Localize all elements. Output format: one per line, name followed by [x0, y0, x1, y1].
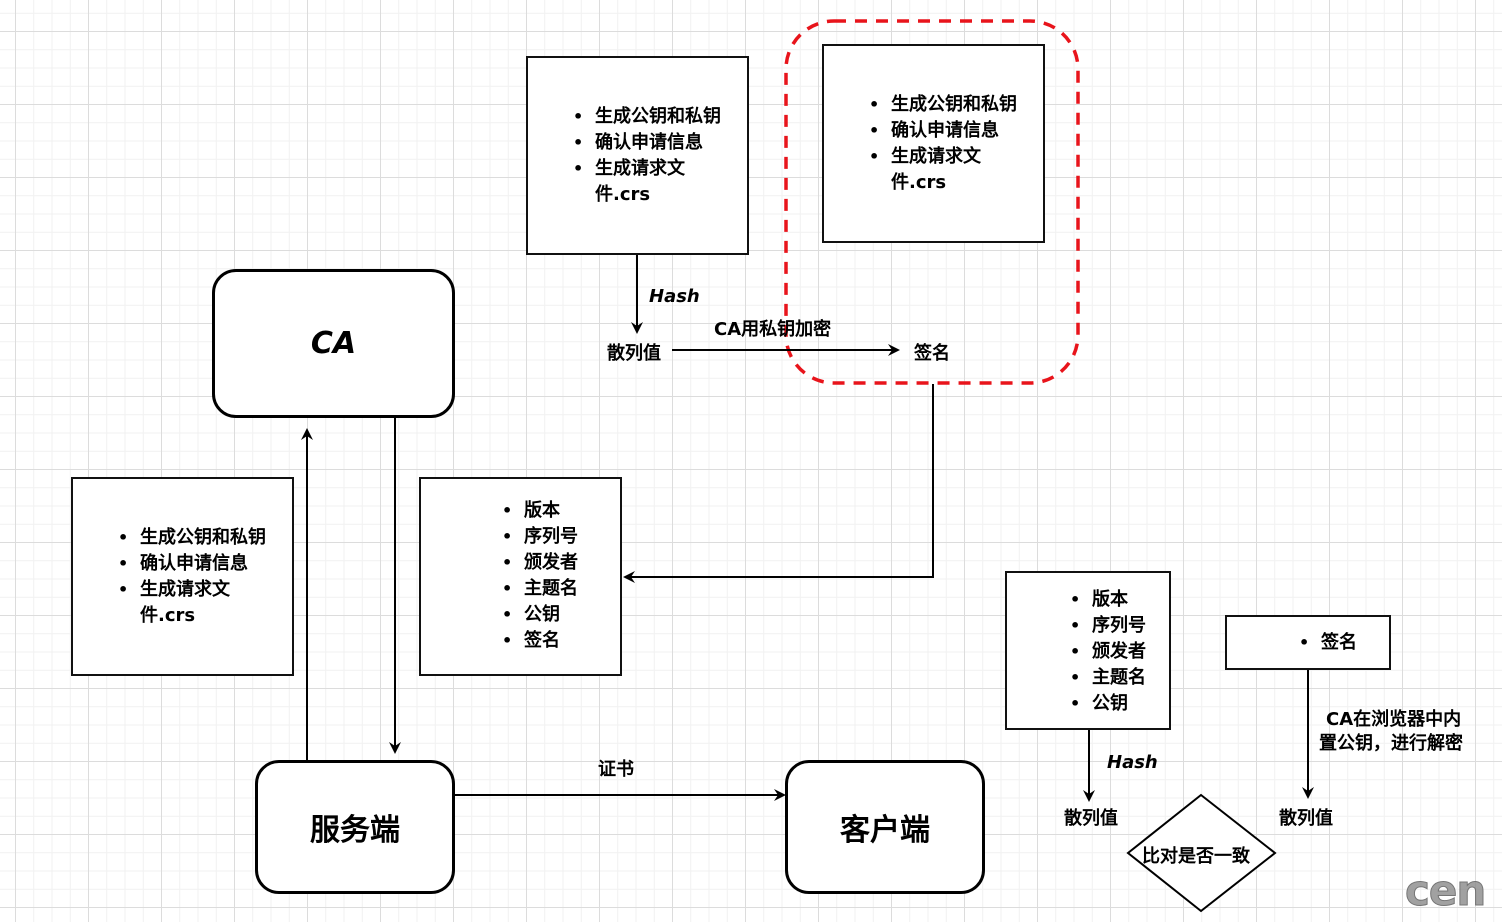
signature-label: 签名	[914, 343, 950, 364]
verify-hash-value-left: 散列值	[1064, 808, 1118, 829]
verify-certificate-field-list: 版本 序列号 颁发者 主题名 公钥	[1070, 587, 1146, 717]
compare-label: 比对是否一致	[1142, 846, 1250, 867]
list-item: 序列号	[1070, 613, 1146, 639]
list-item: 生成公钥和私钥	[118, 525, 288, 551]
list-item: 签名	[1299, 630, 1357, 656]
certificate-edge-label: 证书	[598, 759, 634, 780]
list-item: 公钥	[502, 602, 578, 628]
verify-signature-list: 签名	[1299, 630, 1357, 656]
hash-edge-label: Hash	[649, 286, 700, 307]
list-item: 颁发者	[502, 550, 578, 576]
list-item: 颁发者	[1070, 639, 1146, 665]
edge-signature-to-cert	[623, 384, 934, 583]
list-item: 确认申请信息	[118, 551, 288, 577]
csr-list-highlighted: 生成公钥和私钥 确认申请信息 生成请求文件.crs	[869, 92, 1039, 196]
client-node-label: 客户端	[840, 813, 930, 848]
server-node[interactable]: 服务端	[255, 760, 455, 894]
list-item: 版本	[502, 498, 578, 524]
ca-decrypt-edge-label-line1: CA在浏览器中内	[1326, 709, 1462, 730]
ca-decrypt-edge-label-line2: 置公钥，进行解密	[1319, 733, 1463, 754]
list-item: 序列号	[502, 524, 578, 550]
list-item: 主题名	[502, 576, 578, 602]
ca-encrypt-edge-label: CA用私钥加密	[714, 319, 832, 340]
verify-hash-value-right: 散列值	[1279, 808, 1333, 829]
list-item: 版本	[1070, 587, 1146, 613]
list-item: 主题名	[1070, 665, 1146, 691]
list-item: 签名	[502, 628, 578, 654]
server-node-label: 服务端	[310, 813, 400, 848]
csr-list-top: 生成公钥和私钥 确认申请信息 生成请求文件.crs	[573, 104, 743, 208]
list-item: 生成公钥和私钥	[869, 92, 1039, 118]
list-item: 生成公钥和私钥	[573, 104, 743, 130]
hash-value-label: 散列值	[607, 343, 661, 364]
watermark: cen	[1404, 866, 1486, 916]
ca-node[interactable]: CA	[212, 269, 455, 418]
verify-hash-edge-label: Hash	[1107, 752, 1158, 773]
list-item: 生成请求文件.crs	[869, 144, 996, 196]
ca-node-label: CA	[310, 326, 357, 361]
list-item: 生成请求文件.crs	[573, 156, 700, 208]
list-item: 确认申请信息	[869, 118, 1039, 144]
client-node[interactable]: 客户端	[785, 760, 985, 894]
certificate-field-list: 版本 序列号 颁发者 主题名 公钥 签名	[502, 498, 578, 654]
list-item: 公钥	[1070, 691, 1146, 717]
list-item: 生成请求文件.crs	[118, 577, 245, 629]
list-item: 确认申请信息	[573, 130, 743, 156]
csr-list-left: 生成公钥和私钥 确认申请信息 生成请求文件.crs	[118, 525, 288, 629]
